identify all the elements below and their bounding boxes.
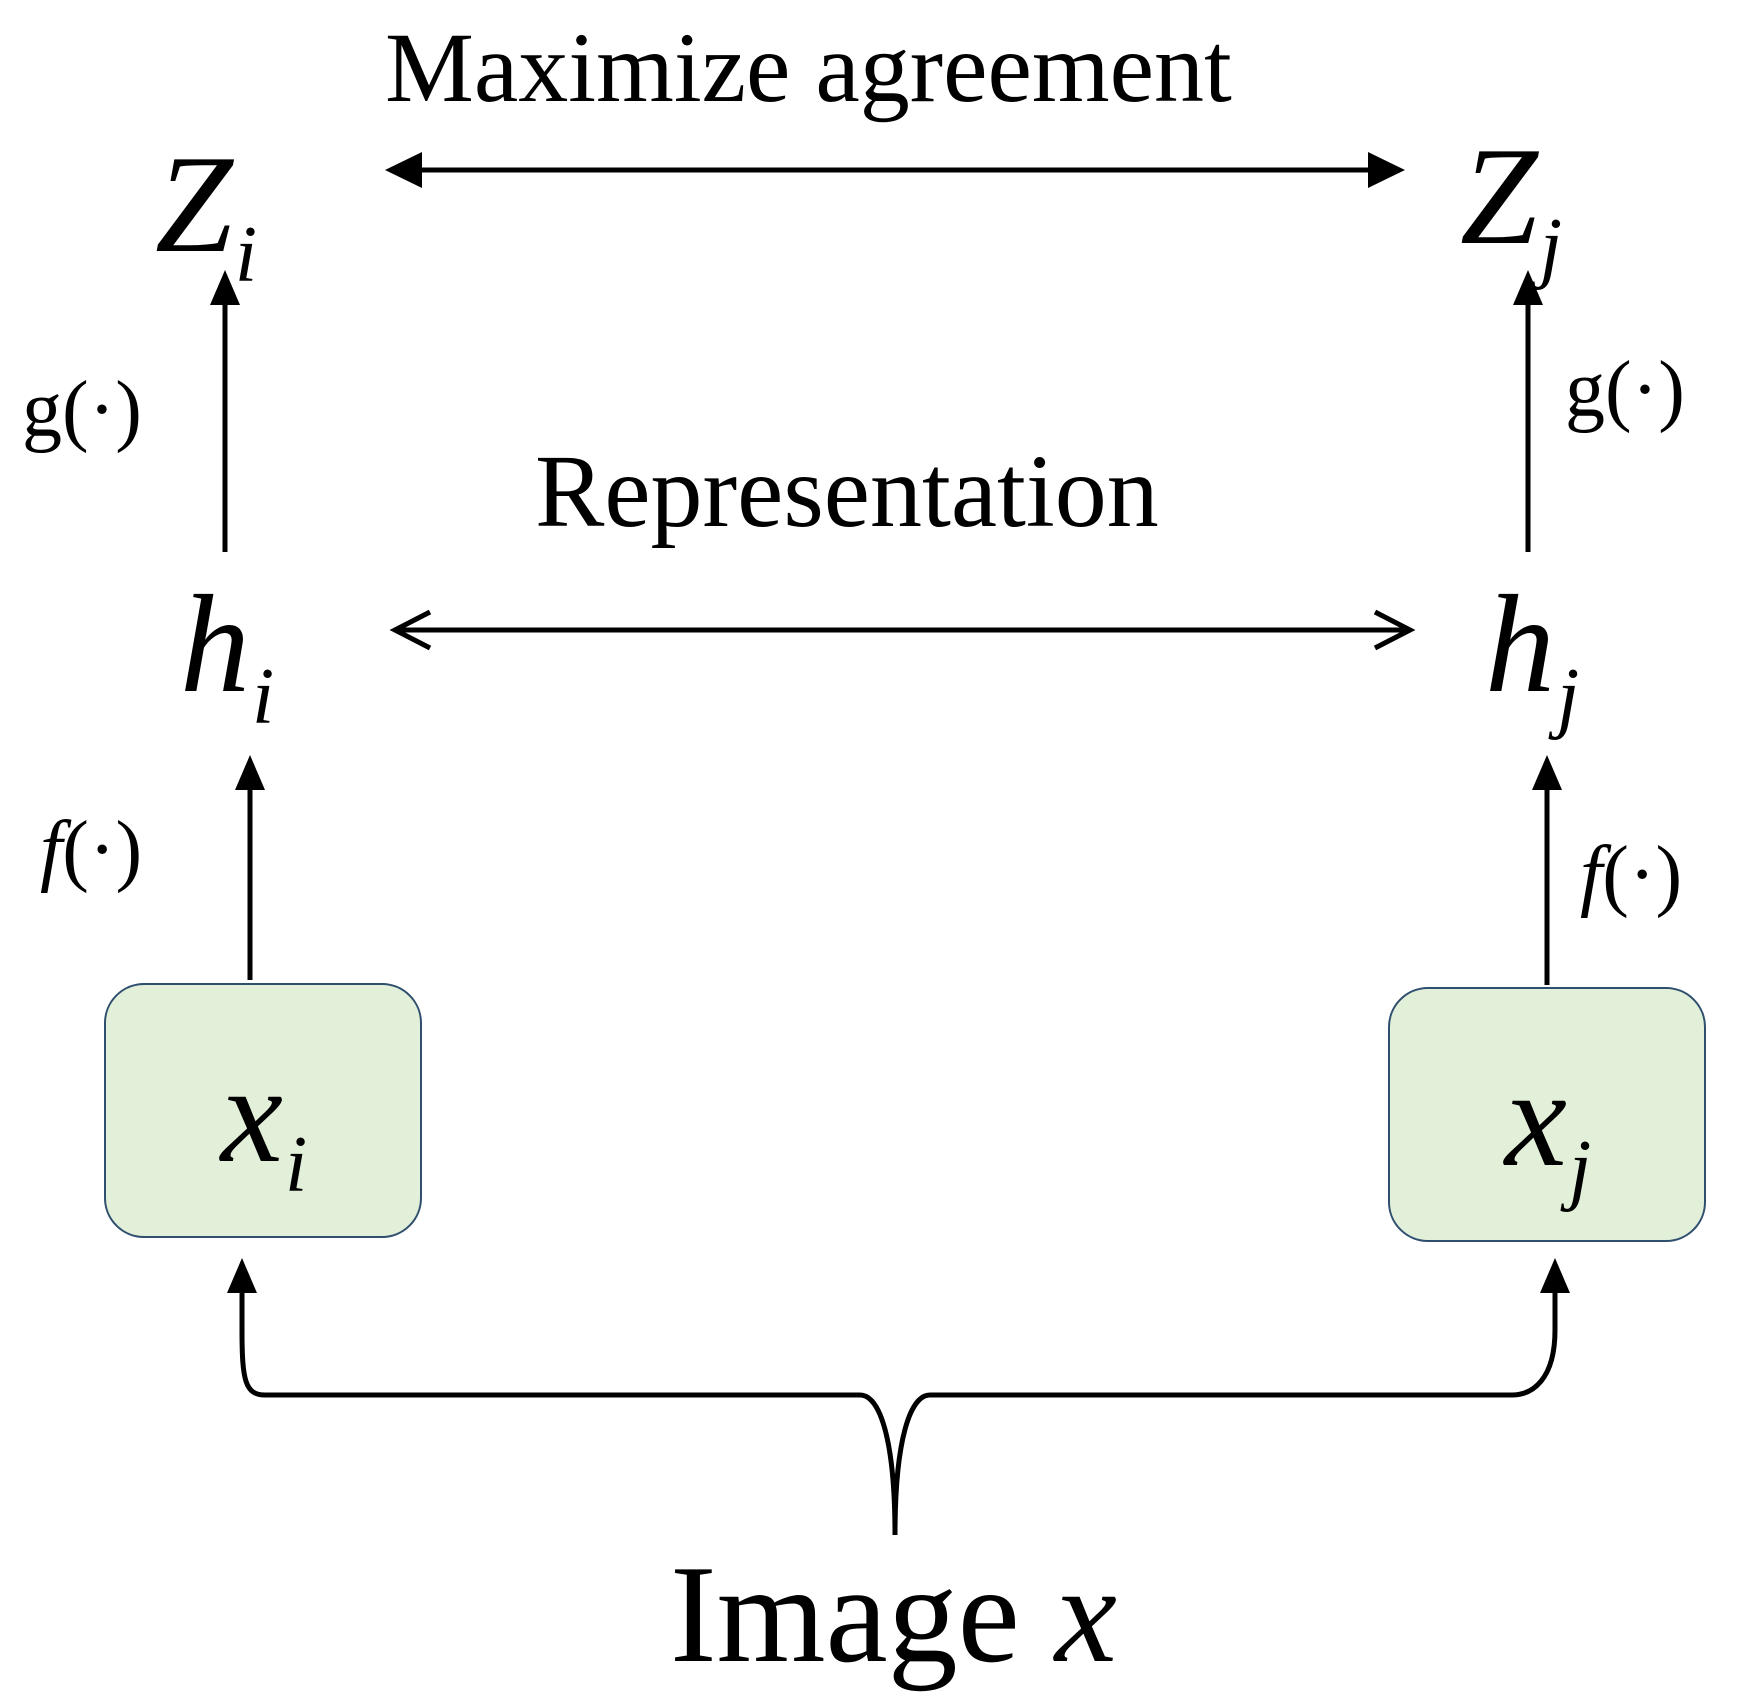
x-j-box: xj (1388, 987, 1706, 1242)
z-i-base: Z (155, 127, 233, 282)
f-left-arg: (·) (62, 806, 143, 894)
g-left-arrow (210, 270, 240, 552)
g-right-label: g(·) (1565, 346, 1685, 434)
g-left-label: g(·) (22, 366, 142, 454)
x-i-label: xi (106, 1045, 420, 1206)
x-j-label: xj (1390, 1049, 1704, 1210)
h-i-subscript: i (252, 653, 275, 741)
x-j-base: x (1504, 1041, 1567, 1196)
augmentation-brace (227, 1258, 1570, 1536)
f-left-label: f(·) (40, 810, 142, 890)
x-i-base: x (220, 1037, 283, 1192)
h-j-base: h (1485, 567, 1555, 722)
z-j-base: Z (1460, 119, 1538, 274)
f-right-name: f (1580, 831, 1603, 919)
h-j-subscript: j (1557, 653, 1580, 741)
image-word: Image (670, 1537, 1020, 1692)
g-right-arrow (1513, 270, 1543, 552)
h-j-node: hj (1485, 575, 1579, 738)
representation-arrow (389, 609, 1416, 651)
h-i-base: h (180, 567, 250, 722)
maximize-agreement-label: Maximize agreement (385, 12, 1232, 123)
image-x-label: Image x (670, 1545, 1117, 1685)
x-j-subscript: j (1568, 1125, 1592, 1213)
f-right-arrow (1532, 755, 1562, 985)
agreement-arrow (385, 152, 1405, 188)
z-j-subscript: j (1539, 203, 1563, 291)
z-i-node: Zi (155, 135, 257, 296)
x-i-box: xi (104, 983, 422, 1238)
z-j-node: Zj (1460, 127, 1562, 288)
f-right-arg: (·) (1602, 831, 1683, 919)
f-right-label: f(·) (1580, 835, 1682, 915)
h-i-node: hi (180, 575, 274, 738)
representation-label: Representation (535, 434, 1159, 549)
f-left-arrow (235, 755, 265, 980)
z-i-subscript: i (234, 211, 258, 299)
x-i-subscript: i (284, 1121, 308, 1209)
f-left-name: f (40, 806, 63, 894)
image-variable: x (1054, 1537, 1117, 1692)
